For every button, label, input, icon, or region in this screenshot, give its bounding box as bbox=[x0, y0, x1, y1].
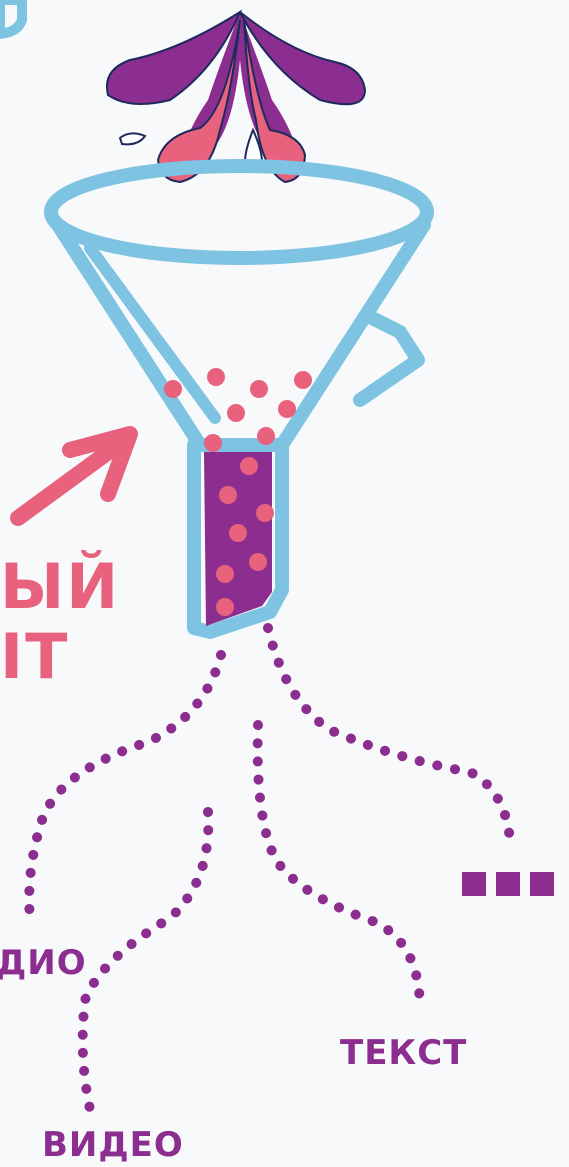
label-more: ... bbox=[462, 872, 556, 898]
arrow-icon bbox=[18, 434, 130, 518]
label-text: ТЕКСТ bbox=[340, 1036, 467, 1070]
corner-fragment bbox=[0, 0, 22, 34]
more-dot-2 bbox=[496, 872, 520, 896]
more-dot-1 bbox=[462, 872, 486, 896]
label-video: ВИДЕО bbox=[42, 1128, 184, 1162]
more-dot-3 bbox=[530, 872, 554, 896]
label-left-line2: IТ bbox=[0, 626, 69, 688]
path-video bbox=[83, 812, 209, 1118]
splash-icon bbox=[107, 12, 365, 182]
path-text bbox=[258, 725, 420, 1010]
path-more bbox=[268, 628, 510, 840]
label-left-line1: ЫЙ bbox=[0, 556, 120, 618]
label-audio: ДИО bbox=[0, 946, 87, 980]
